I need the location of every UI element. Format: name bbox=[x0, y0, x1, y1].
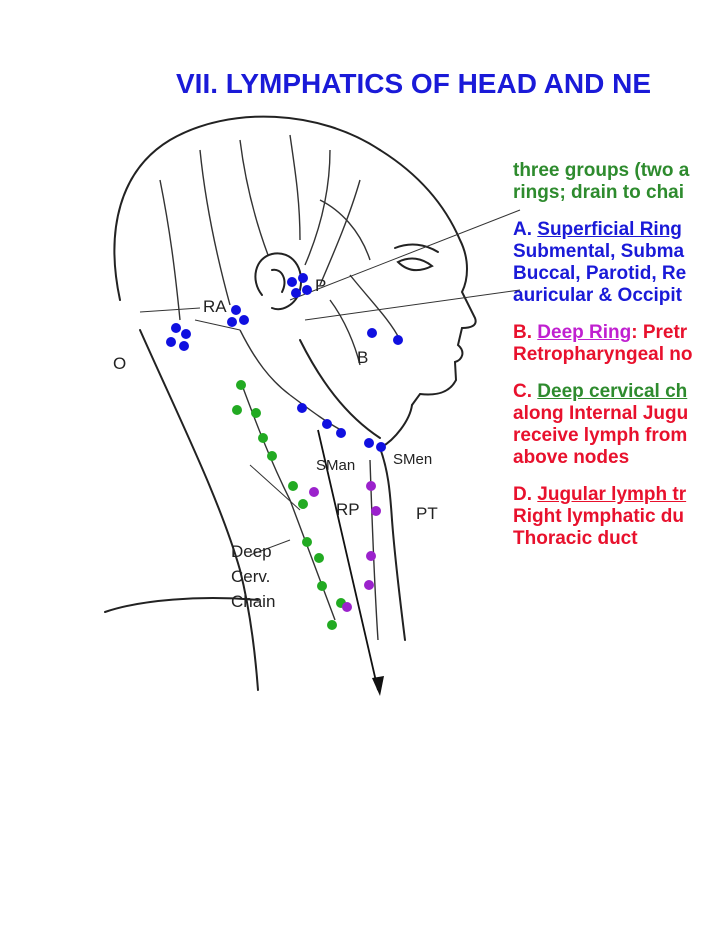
section-c: C. Deep cervical ch along Internal Jugu … bbox=[513, 381, 689, 468]
deep-cervical-title: Deep cervical ch bbox=[537, 381, 688, 402]
head-outline bbox=[104, 115, 477, 691]
label-pretracheal: PT bbox=[416, 504, 438, 523]
green-deep-cervical-nodes bbox=[232, 380, 346, 630]
label-cerv: Cerv. bbox=[231, 567, 271, 586]
label-buccal: B bbox=[357, 348, 369, 367]
slide-title: VII. LYMPHATICS OF HEAD AND NE bbox=[176, 68, 652, 99]
drainage-arrow-head bbox=[372, 676, 384, 696]
label-retropharyngeal: RP bbox=[336, 500, 360, 519]
label-parotid: P bbox=[315, 276, 327, 295]
section-b: B. Deep Ring: Pretr Retropharyngeal no bbox=[513, 322, 693, 365]
superficial-ring-title: Superficial Ring bbox=[537, 219, 682, 240]
blue-superficial-nodes bbox=[166, 273, 403, 452]
purple-deep-ring-nodes bbox=[309, 481, 381, 612]
drainage-arrow bbox=[317, 429, 379, 691]
description-text: three groups (two a rings; drain to chai… bbox=[513, 160, 728, 565]
intro-paragraph: three groups (two a rings; drain to chai bbox=[513, 160, 690, 203]
section-d: D. Jugular lymph tr Right lymphatic du T… bbox=[513, 484, 687, 549]
label-submental: SMen bbox=[393, 451, 433, 468]
jugular-trunk-title: Jugular lymph tr bbox=[537, 484, 687, 505]
vessel-network bbox=[139, 134, 521, 641]
deep-ring-title: Deep Ring bbox=[537, 322, 632, 343]
section-a: A. Superficial Ring Submental, Subma Buc… bbox=[513, 219, 687, 306]
label-deep: Deep bbox=[231, 542, 272, 561]
label-submandibular: SMan bbox=[316, 457, 356, 474]
label-occipital: O bbox=[113, 354, 127, 373]
label-chain: Chain bbox=[231, 592, 276, 611]
label-retroauricular: RA bbox=[203, 297, 227, 316]
